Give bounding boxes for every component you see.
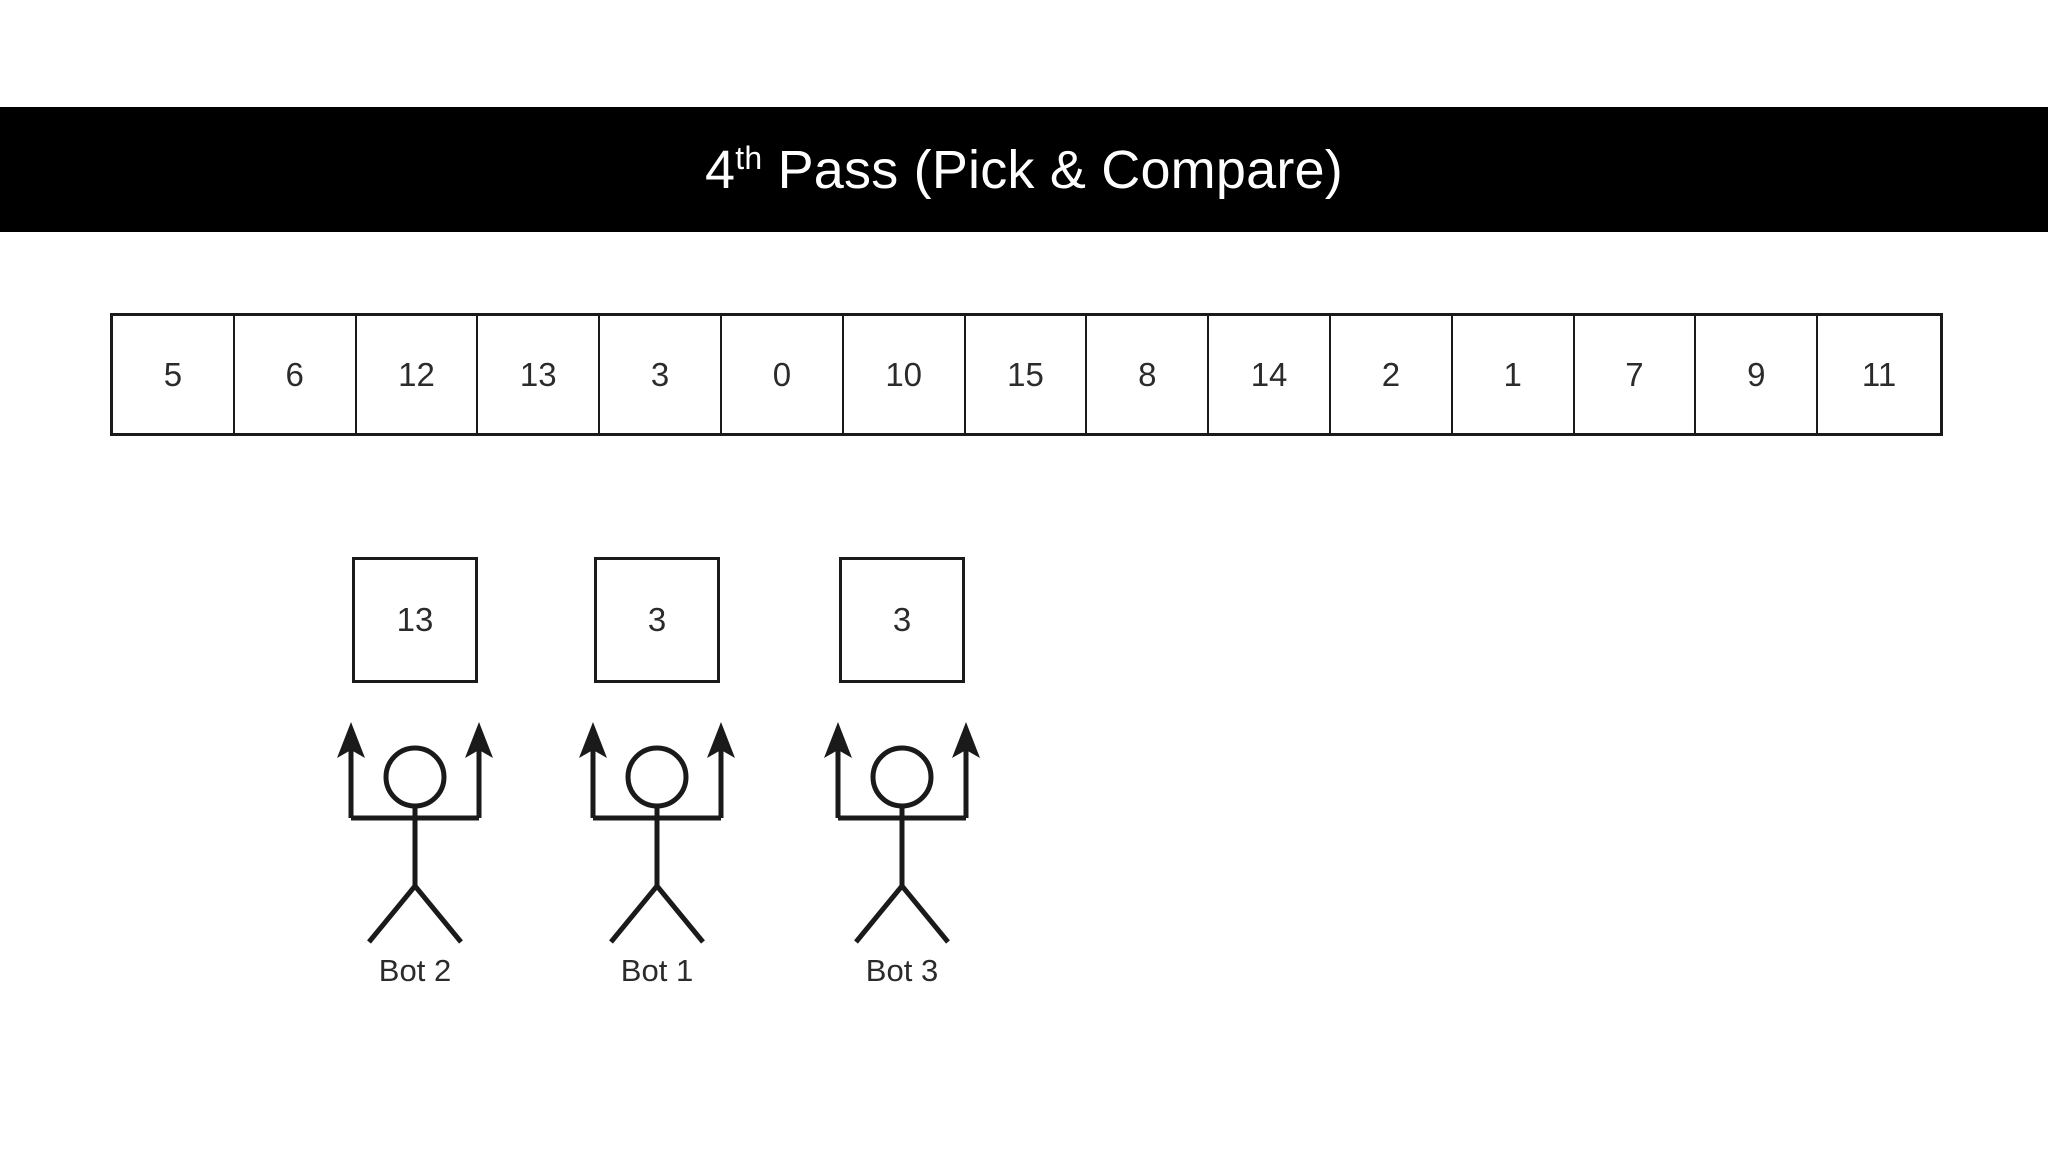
- title-banner: 4th Pass (Pick & Compare): [0, 107, 2048, 232]
- head-icon: [625, 745, 689, 809]
- array-cell[interactable]: 14: [1209, 316, 1331, 433]
- array-cell[interactable]: 2: [1330, 316, 1453, 433]
- bot-label: Bot 3: [865, 953, 939, 988]
- legs: [367, 884, 463, 944]
- head-icon: [870, 745, 934, 809]
- bot-label: Bot 1: [620, 953, 694, 988]
- array-cell[interactable]: 15: [965, 316, 1088, 433]
- right-arrow-head-icon: [952, 722, 980, 758]
- array-cell[interactable]: 5: [113, 316, 235, 433]
- bot-held-value-box[interactable]: 13: [352, 557, 478, 683]
- left-arrow-head-icon: [579, 722, 607, 758]
- page-title: 4th Pass (Pick & Compare): [705, 139, 1343, 200]
- array-cell[interactable]: 0: [721, 316, 844, 433]
- array-cell[interactable]: 7: [1574, 316, 1697, 433]
- bot-label: Bot 2: [378, 953, 452, 988]
- array-cell[interactable]: 13: [478, 316, 601, 433]
- bot-figure: [567, 700, 747, 950]
- legs: [854, 884, 950, 944]
- bot-figure: [325, 700, 505, 950]
- bot-held-value-box[interactable]: 3: [839, 557, 965, 683]
- legs: [609, 884, 705, 944]
- left-arrow-head-icon: [824, 722, 852, 758]
- array-cell[interactable]: 1: [1452, 316, 1575, 433]
- array-cell[interactable]: 9: [1696, 316, 1819, 433]
- bot-figure: [812, 700, 992, 950]
- array-cell[interactable]: 8: [1087, 316, 1210, 433]
- array-cell[interactable]: 6: [234, 316, 357, 433]
- array-cell[interactable]: 12: [356, 316, 479, 433]
- stick-figure-icon: [579, 722, 735, 944]
- stick-figure-icon: [337, 722, 493, 944]
- right-arrow-head-icon: [707, 722, 735, 758]
- head-icon: [383, 745, 447, 809]
- array-cell[interactable]: 11: [1818, 316, 1940, 433]
- right-arrow-head-icon: [465, 722, 493, 758]
- title-rest: Pass (Pick & Compare): [762, 139, 1343, 200]
- title-ordinal-number: 4: [705, 139, 736, 200]
- bot-held-value-box[interactable]: 3: [594, 557, 720, 683]
- array-cell[interactable]: 3: [600, 316, 722, 433]
- left-arrow-head-icon: [337, 722, 365, 758]
- array-cell[interactable]: 10: [843, 316, 966, 433]
- stick-figure-icon: [824, 722, 980, 944]
- title-ordinal-suffix: th: [735, 139, 763, 176]
